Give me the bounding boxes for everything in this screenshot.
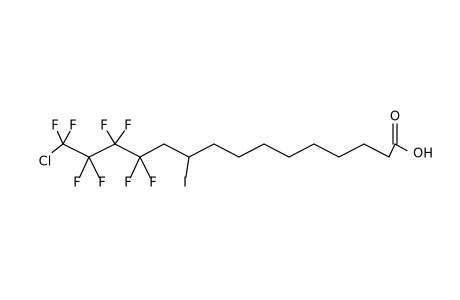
bond-lines [51, 123, 408, 179]
bond-line [62, 143, 90, 158]
bond-line [129, 156, 141, 179]
chlorine-atom: Cl [39, 155, 52, 170]
bond-line [114, 130, 126, 145]
bond-line [139, 143, 165, 158]
bond-line [88, 156, 100, 179]
fluorine-atom: F [149, 176, 156, 191]
bond-line [263, 143, 290, 158]
bond-line [213, 143, 240, 158]
bond-line [114, 143, 141, 158]
fluorine-atom: F [124, 176, 131, 191]
hydroxyl-group: OH [413, 147, 433, 162]
bond-line [288, 143, 315, 158]
bond-line [139, 156, 151, 179]
bond-line [62, 130, 71, 145]
fluorine-atom: F [124, 119, 131, 134]
bond-line [313, 143, 340, 158]
bond-line [185, 156, 190, 178]
carbonyl-oxygen-atom: O [390, 110, 400, 125]
fluorine-atom: F [73, 176, 80, 191]
iodine-atom: I [183, 176, 187, 191]
bond-line [394, 143, 408, 152]
fluorine-atom: F [69, 119, 76, 134]
bond-line [51, 143, 64, 154]
bond-line [388, 143, 396, 158]
bond-line [238, 143, 265, 158]
bond-line [363, 143, 390, 158]
bond-line [56, 130, 64, 145]
atom-labels: Cl F F F F F F F F I O OH [39, 110, 433, 191]
bond-line [188, 143, 215, 158]
bond-line [78, 156, 90, 179]
fluorine-atom: F [100, 119, 107, 134]
bond-line [106, 130, 116, 145]
bond-line [88, 143, 116, 158]
bond-line [163, 143, 190, 158]
fluorine-atom: F [98, 176, 105, 191]
fluorine-atom: F [51, 119, 58, 134]
bond-line [338, 143, 365, 158]
